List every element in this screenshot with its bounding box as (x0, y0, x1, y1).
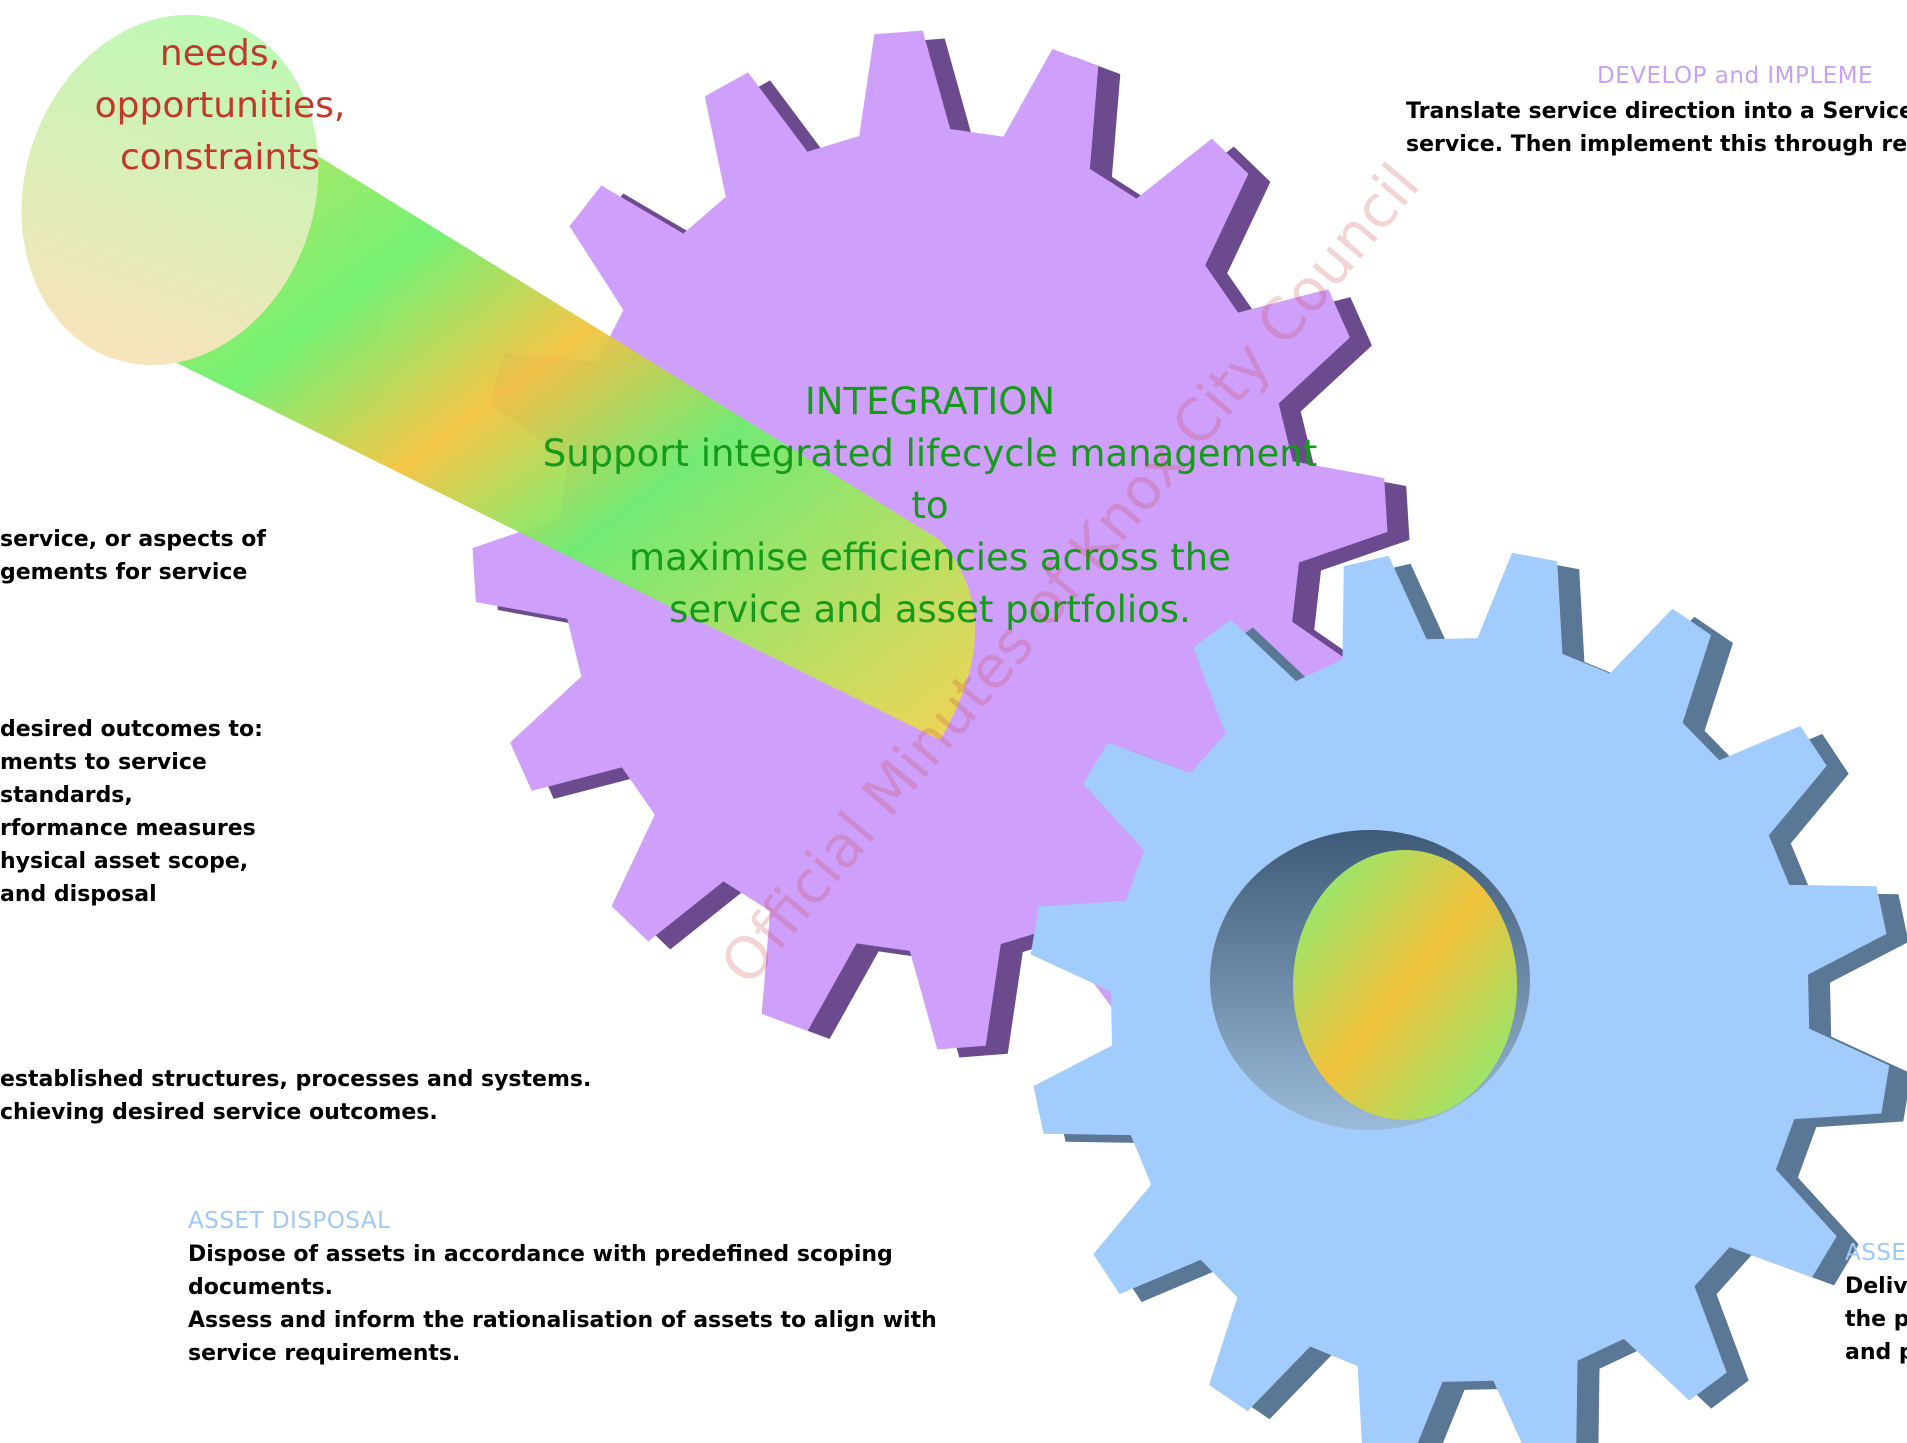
asset-disposal-heading: ASSET DISPOSAL (188, 1208, 391, 1234)
left-line: service, or aspects of (0, 527, 266, 552)
left-line: hysical asset scope, (0, 849, 249, 874)
asset-disposal-line: service requirements. (188, 1341, 461, 1366)
left-line: ments to service (0, 750, 207, 775)
asset-disposal-line: Dispose of assets in accordance with pre… (188, 1242, 893, 1267)
left-text-2: desired outcomes to: ments to service st… (0, 713, 263, 911)
cylinder-label: needs, opportunities, constraints (40, 28, 400, 184)
asset-right-line: the p (1845, 1307, 1907, 1332)
left-line: and disposal (0, 882, 157, 907)
left-line: established structures, processes and sy… (0, 1067, 592, 1092)
asset-disposal-text: Dispose of assets in accordance with pre… (188, 1238, 937, 1370)
integration-label: INTEGRATION Support integrated lifecycle… (530, 376, 1330, 636)
cylinder-line: needs, (159, 33, 281, 74)
left-text-1: service, or aspects of gements for servi… (0, 523, 266, 589)
left-line: rformance measures (0, 816, 256, 841)
blue-gear-hub (1210, 830, 1530, 1130)
asset-right-line: and p (1845, 1340, 1907, 1365)
left-line: desired outcomes to: (0, 717, 263, 742)
develop-line: service. Then implement this through rel… (1406, 132, 1907, 157)
integration-line: service and asset portfolios. (669, 588, 1191, 631)
develop-text: Translate service direction into a Servi… (1406, 95, 1907, 161)
asset-right-line: Delive (1845, 1274, 1907, 1299)
left-line: gements for service (0, 560, 248, 585)
asset-disposal-line: Assess and inform the rationalisation of… (188, 1308, 937, 1333)
cylinder-line: opportunities, (94, 85, 346, 126)
integration-line: Support integrated lifecycle management … (542, 432, 1318, 527)
needs-cylinder (21, 14, 975, 740)
integration-title: INTEGRATION (804, 380, 1056, 423)
asset-disposal-line: documents. (188, 1275, 334, 1300)
left-text-3: established structures, processes and sy… (0, 1063, 591, 1129)
asset-right-heading: ASSE (1845, 1240, 1907, 1266)
integration-line: maximise efficiencies across the (629, 536, 1231, 579)
develop-line: Translate service direction into a Servi… (1406, 99, 1907, 124)
left-line: chieving desired service outcomes. (0, 1100, 438, 1125)
asset-right-text: Delive the p and p (1845, 1270, 1907, 1369)
cylinder-line: constraints (119, 137, 321, 178)
develop-heading: DEVELOP and IMPLEME (1597, 63, 1874, 89)
left-line: standards, (0, 783, 133, 808)
